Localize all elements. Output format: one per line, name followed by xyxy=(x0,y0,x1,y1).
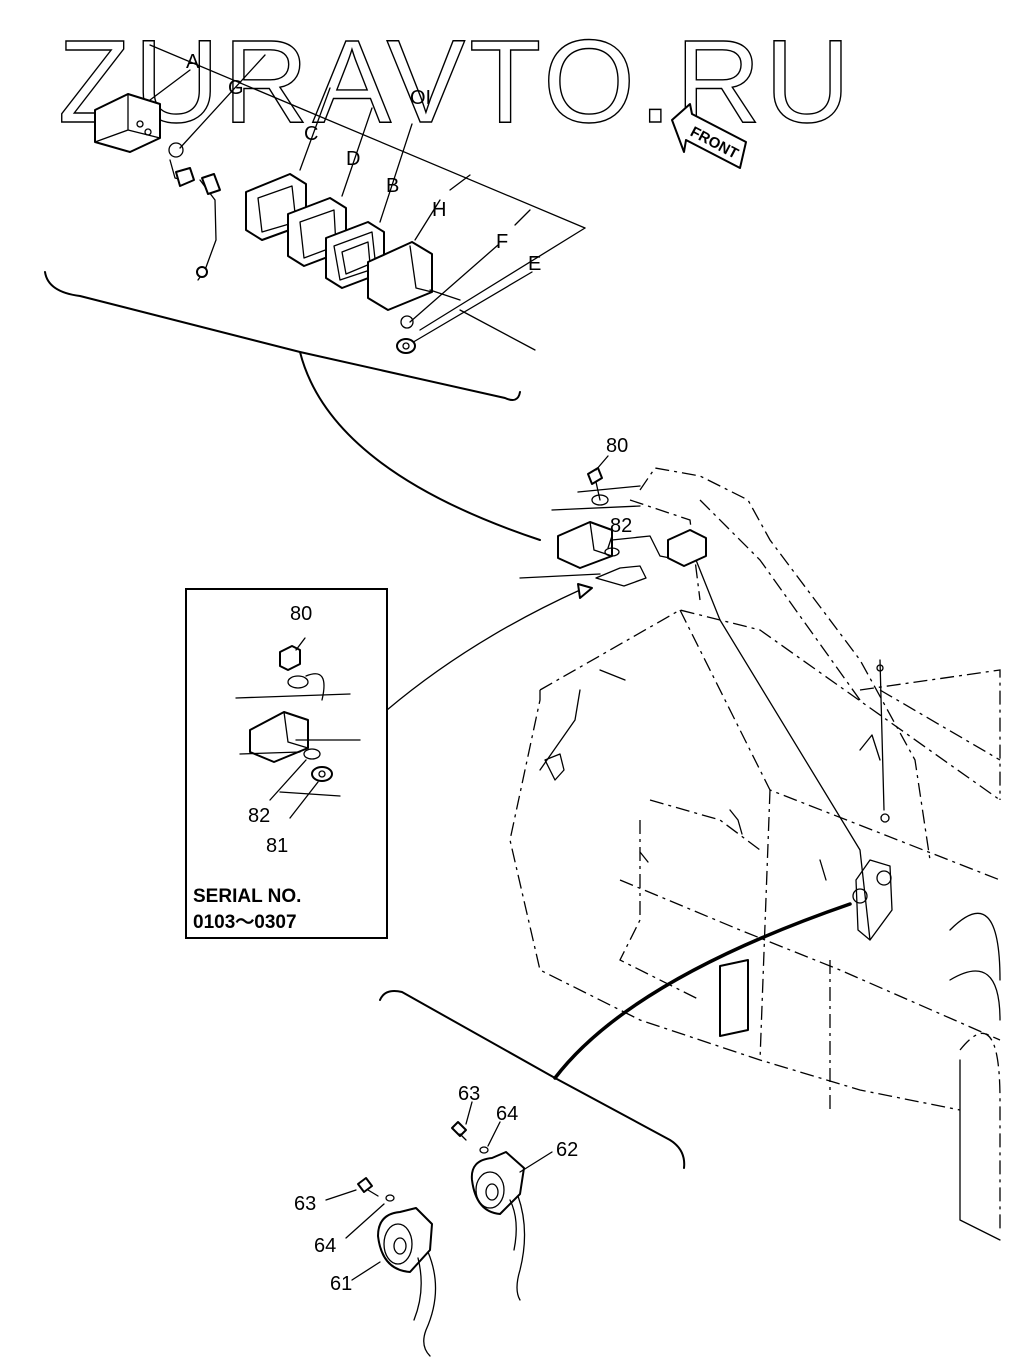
part-label-81-inset: 81 xyxy=(266,835,288,857)
part-label-64-left: 64 xyxy=(314,1235,336,1257)
part-label-80-main: 80 xyxy=(606,435,628,457)
detail-label-d: D xyxy=(346,148,360,170)
serial-title: SERIAL NO. xyxy=(193,886,301,907)
lamp-assembly-main: 80 82 xyxy=(519,435,707,587)
part-label-64-right: 64 xyxy=(496,1103,518,1125)
part-label-62: 62 xyxy=(556,1139,578,1161)
detail-label-e: E xyxy=(528,253,541,275)
part-label-82-inset: 82 xyxy=(248,805,270,827)
horn-detail: 63 64 62 63 64 61 xyxy=(294,902,852,1357)
serial-range: 0103～0307 xyxy=(193,912,297,933)
machine-body xyxy=(509,467,1001,1241)
part-label-82-main: 82 xyxy=(610,515,632,537)
serial-inset-box: 80 82 81 SERIAL NO. 0103～0307 xyxy=(185,583,593,939)
detail-label-b: B xyxy=(386,175,399,197)
lamp-exploded-detail: A G OI C D B H F E xyxy=(44,44,586,541)
detail-label-h: H xyxy=(432,199,446,221)
part-label-61: 61 xyxy=(330,1273,352,1295)
part-label-63-left: 63 xyxy=(294,1193,316,1215)
watermark-text: ZURAVTO.RU xyxy=(58,16,854,148)
detail-label-a: A xyxy=(186,51,200,73)
detail-label-f: F xyxy=(496,231,508,253)
part-label-63-right: 63 xyxy=(458,1083,480,1105)
detail-label-g: G xyxy=(228,77,244,99)
detail-label-c: C xyxy=(304,123,318,145)
part-label-80-inset: 80 xyxy=(290,603,312,625)
detail-label-o1: OI xyxy=(410,87,431,109)
